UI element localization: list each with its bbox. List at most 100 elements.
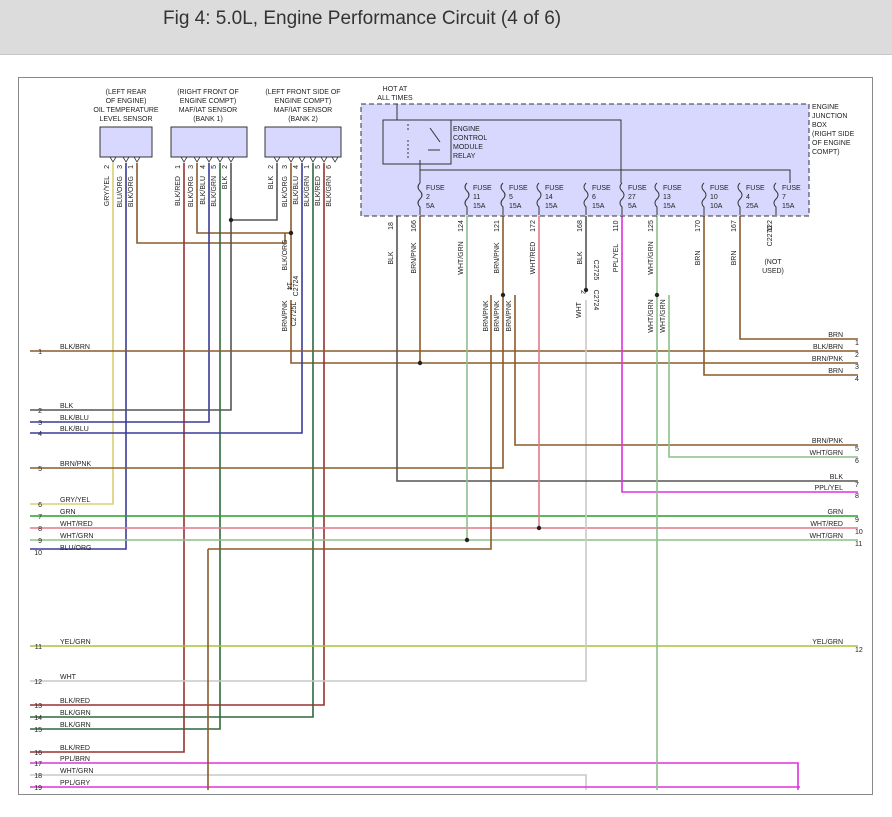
fuse-name: FUSE [426, 185, 445, 192]
wire-blk-maf2 [231, 163, 278, 221]
pin-mark [109, 156, 117, 163]
left-row-label: BRN/PNK [60, 461, 91, 468]
pin-mark [193, 156, 201, 163]
left-edge-terminals: 1BLK/BRN2BLK3BLK/BLU4BLK/BLU5BRN/PNK6GRY… [34, 344, 93, 792]
fuse-symbol [583, 182, 589, 215]
pin-mark [122, 156, 130, 163]
splice-dot [500, 292, 506, 298]
c2724-b-label: C2724 [592, 290, 599, 311]
fuse-symbol [500, 182, 506, 215]
fuse-rating: 25A [746, 203, 759, 210]
jbox-pin-number: 172 [530, 220, 537, 232]
right-row-number: 11 [855, 541, 862, 548]
fuse-number: 27 [628, 194, 636, 201]
jbox-pin-number: 168 [577, 220, 584, 232]
left-row-number: 12 [34, 679, 42, 686]
diagram-frame [18, 77, 873, 795]
wht-grn-pair-1: WHT/GRN [648, 299, 655, 332]
sensor-wire-label: BLK/ORG [188, 176, 195, 207]
fuse-rating: 5A [628, 203, 637, 210]
right-row-label: PPL/YEL [815, 485, 844, 492]
left-row-number: 19 [34, 785, 42, 792]
fuse-symbol [701, 182, 707, 215]
fuse-symbol [464, 182, 470, 215]
left-row-number: 11 [35, 644, 42, 651]
wire-blk-red-maf2 [30, 163, 325, 706]
fuse-rating: 15A [782, 203, 795, 210]
fuse-number: 7 [782, 194, 786, 201]
left-row-number: 16 [34, 750, 42, 757]
engine-junction-box: HOT AT ALL TIMES ENGINE CONTROL MODULE R… [360, 86, 855, 217]
right-row-label: BRN [828, 332, 843, 339]
maf2-line-4: (BANK 2) [288, 116, 318, 123]
not-used-1: (NOT [764, 259, 782, 266]
left-row-label: PPL/GRY [60, 780, 91, 787]
wire-ppl-brn [30, 762, 799, 790]
fuse-symbol [619, 182, 625, 215]
jbox-pin-number: 170 [695, 220, 702, 232]
wire-jb-brn-167 [739, 215, 858, 340]
jbox-pin-number: 122 [767, 220, 774, 232]
splice-dot [536, 525, 542, 531]
maf1-line-1: (RIGHT FRONT OF [177, 89, 239, 96]
sensor-pins: 2GRY/YEL3BLU/ORG1BLK/ORG1BLK/RED3BLK/ORG… [104, 156, 339, 208]
sensor-pin-number: 3 [117, 165, 124, 169]
wire-blk-maf1 [30, 163, 232, 411]
left-row-label: BLK [60, 403, 74, 410]
fuse-name: FUSE [710, 185, 729, 192]
sensor-wire-label: BLK/GRN [304, 176, 311, 207]
c2725l-pin: 14 [285, 282, 292, 290]
sensor-wire-label: BLK/ORG [282, 176, 289, 207]
page-title: Fig 4: 5.0L, Engine Performance Circuit … [163, 8, 562, 29]
fuse-rating: 5A [426, 203, 435, 210]
fuse-number: 2 [426, 194, 430, 201]
fuse-rating: 15A [545, 203, 558, 210]
left-row-label: BLK/GRN [60, 710, 91, 717]
fuse-name: FUSE [782, 185, 801, 192]
fuse-group: FUSE25AFUSE1115AFUSE515AFUSE1415AFUSE615… [417, 182, 801, 215]
pin-mark [309, 156, 317, 163]
jbox-wire-color: WHT/RED [530, 242, 537, 275]
right-row-number: 7 [855, 482, 859, 489]
fuse-number: 13 [663, 194, 671, 201]
jbox-pin-number: 110 [613, 220, 620, 231]
pin-mark [227, 156, 235, 163]
left-row-label: PPL/BRN [60, 756, 90, 763]
right-row-label: YEL/GRN [812, 639, 843, 646]
left-row-number: 14 [34, 715, 42, 722]
maf2-line-1: (LEFT FRONT SIDE OF [265, 89, 340, 96]
sensor-wire-label: BLK/BLU [200, 176, 207, 205]
relay-line-1: ENGINE [453, 126, 480, 133]
jbox-line-5: OF ENGINE [812, 140, 851, 147]
sensor-wire-label: GRY/YEL [104, 176, 111, 206]
sensor-pin-number: 2 [268, 165, 275, 169]
hot-label-2: ALL TIMES [377, 95, 413, 102]
jbox-wire-color: C2270 [767, 226, 774, 247]
pin-mark [216, 156, 224, 163]
jbox-line-3: BOX [812, 122, 827, 129]
left-row-number: 4 [38, 431, 42, 438]
left-row-label: BLK/GRN [60, 722, 91, 729]
c2725l-label: C2725L [291, 302, 298, 327]
oil-sensor-line-2: OF ENGINE) [106, 98, 147, 105]
wire-jb-brn-170 [703, 215, 858, 376]
pin-mark [331, 156, 339, 163]
hot-label-1: HOT AT [383, 86, 408, 93]
left-row-label: GRY/YEL [60, 497, 90, 504]
right-row-number: 2 [855, 352, 859, 359]
sensor-wire-label: BLK/RED [175, 176, 182, 206]
jbox-line-6: COMPT) [812, 149, 840, 156]
right-row-label: BRN/PNK [812, 356, 843, 363]
sensor-pin-number: 6 [326, 165, 333, 169]
wire-brn-pnk-row5 [30, 295, 504, 469]
not-used-2: USED) [762, 268, 784, 275]
jbox-wire-color: BRN [695, 251, 702, 266]
wire-gry-yel [30, 163, 114, 505]
left-row-label: BLK/BLU [60, 415, 89, 422]
left-row-number: 8 [38, 526, 42, 533]
relay-line-4: RELAY [453, 153, 476, 160]
fuse-symbol [536, 182, 542, 215]
right-row-label: GRN [827, 509, 843, 516]
fuse-rating: 15A [592, 203, 605, 210]
